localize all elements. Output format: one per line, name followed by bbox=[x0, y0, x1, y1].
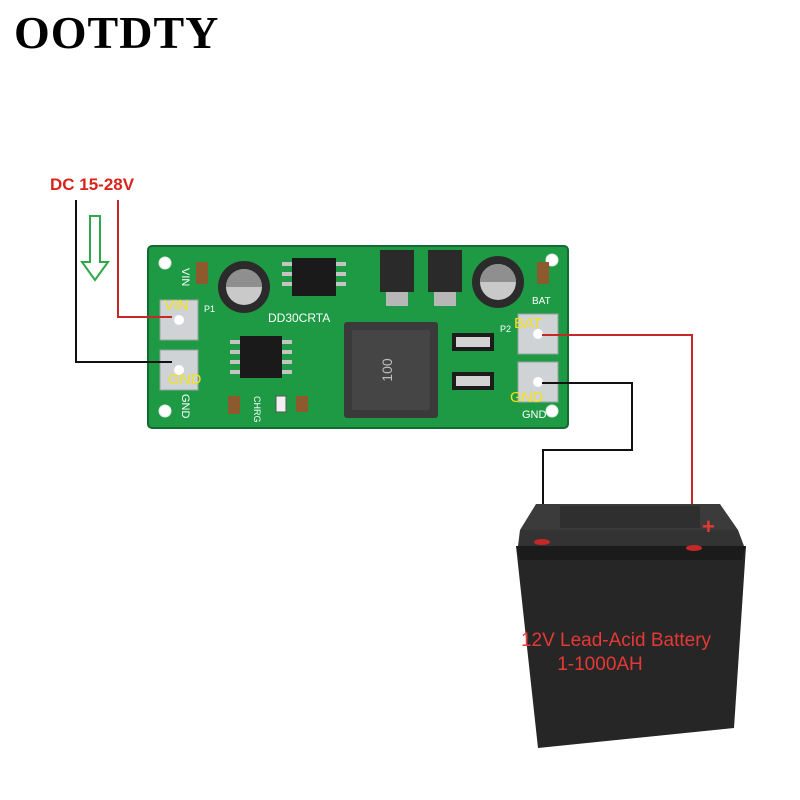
pcb-silk-p2: P2 bbox=[500, 324, 511, 334]
battery-label-line1: 12V Lead-Acid Battery bbox=[521, 630, 712, 651]
capacitor-right bbox=[472, 256, 524, 308]
pin-label-gnd-out: GND bbox=[510, 389, 544, 406]
battery-plus-sign: + bbox=[702, 514, 715, 539]
capacitor-left bbox=[218, 261, 270, 313]
wire-battery-negative bbox=[542, 382, 633, 530]
pcb-silk-gnd-right: GND bbox=[522, 409, 547, 421]
mosfet-right bbox=[428, 250, 462, 306]
pin-label-vin: VIN bbox=[164, 297, 189, 314]
mosfet-left bbox=[380, 250, 414, 306]
pcb-silk-vin: VIN bbox=[179, 268, 191, 286]
wire-battery-positive bbox=[542, 334, 693, 548]
inductor-marking: 100 bbox=[379, 358, 395, 382]
pcb-silk-gnd-left: GND bbox=[179, 394, 191, 419]
inductor bbox=[344, 322, 438, 418]
wire-input-negative bbox=[75, 200, 172, 363]
wire-input-positive bbox=[117, 200, 172, 318]
input-voltage-label: DC 15-28V bbox=[50, 175, 135, 194]
ic-top bbox=[282, 258, 346, 296]
pin-label-gnd-in: GND bbox=[168, 371, 202, 388]
ic-bottom bbox=[230, 336, 292, 378]
board-model: DD30CRTA bbox=[268, 311, 330, 325]
input-arrow-icon bbox=[80, 215, 110, 282]
pcb-silk-bat: BAT bbox=[532, 296, 551, 307]
brand-logo: OOTDTY bbox=[14, 7, 220, 58]
pcb-board bbox=[147, 245, 569, 429]
battery bbox=[516, 504, 746, 748]
battery-label-line2: 1-1000AH bbox=[557, 654, 643, 675]
wires bbox=[75, 200, 693, 548]
pcb-silk-chrg: CHRG bbox=[252, 396, 262, 423]
pin-label-bat: BAT bbox=[514, 315, 542, 332]
pcb-silk-p1: P1 bbox=[204, 304, 215, 314]
